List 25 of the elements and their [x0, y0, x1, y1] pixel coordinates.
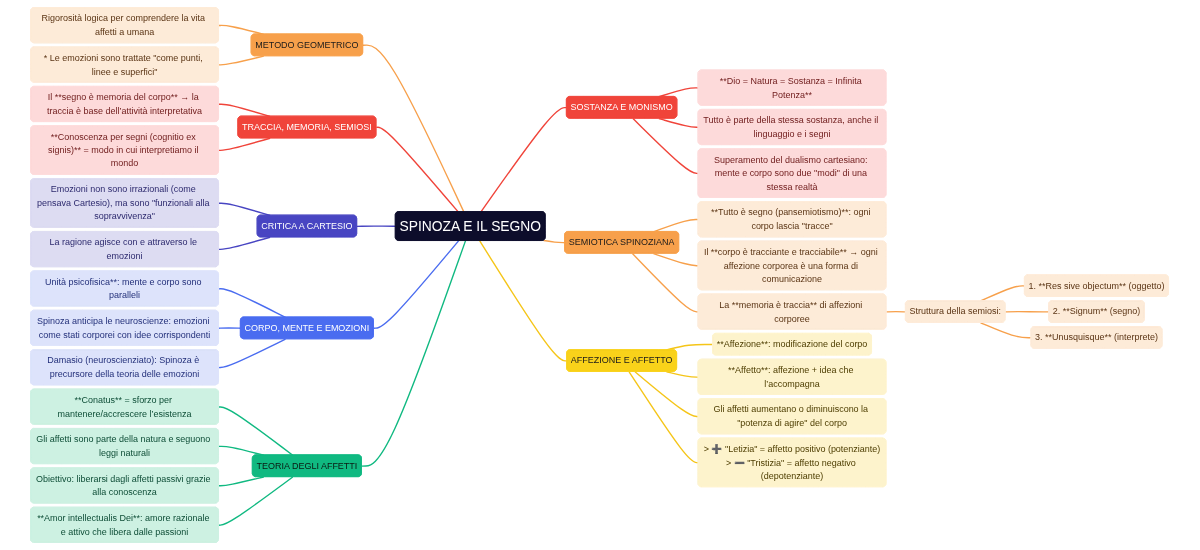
- connector: [628, 371, 700, 464]
- connector: [362, 44, 465, 213]
- connector: [361, 240, 467, 467]
- connector: [886, 310, 907, 313]
- connector: [480, 106, 568, 213]
- connector: [1005, 310, 1051, 313]
- connector: [373, 240, 460, 329]
- connector: [218, 476, 294, 526]
- connector: [376, 126, 460, 213]
- connector: [218, 476, 265, 487]
- connector: [543, 239, 567, 244]
- connector: [634, 371, 700, 418]
- connector: [980, 285, 1026, 302]
- connector: [218, 338, 287, 369]
- connector: [218, 327, 242, 329]
- connector: [632, 252, 700, 313]
- connector: [218, 406, 294, 456]
- connector: [218, 55, 265, 66]
- connector: [632, 117, 700, 175]
- connector: [653, 252, 700, 267]
- connector: [666, 371, 700, 378]
- connector: [356, 225, 397, 228]
- connector: [653, 218, 700, 233]
- connector: [479, 240, 569, 362]
- connector: [980, 322, 1033, 339]
